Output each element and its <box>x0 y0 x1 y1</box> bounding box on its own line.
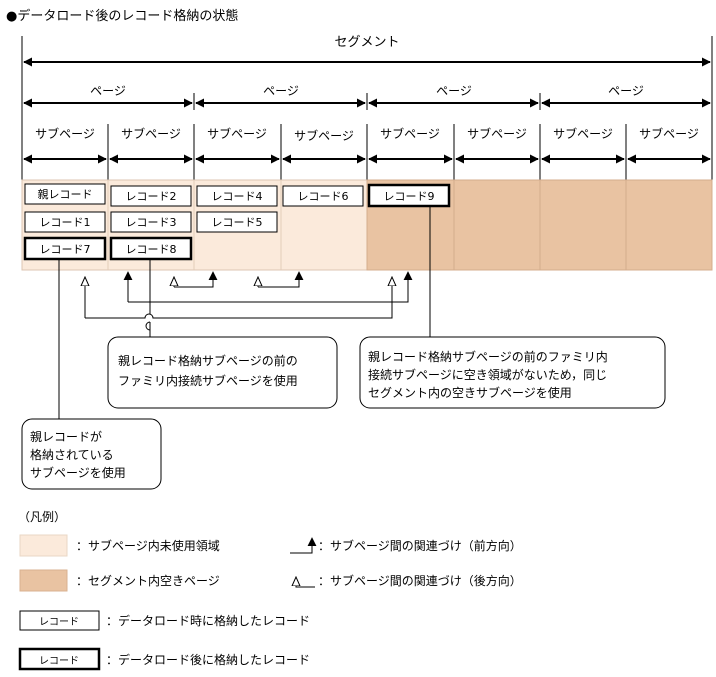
subpage-label-4: サブページ <box>294 128 354 143</box>
record-7-box <box>23 236 107 261</box>
record-6-label: レコード6 <box>298 190 349 203</box>
subpage-label-3: サブページ <box>207 126 267 141</box>
record-7-label: レコード7 <box>40 243 91 256</box>
legend-loaded-during-sample-text: レコード <box>39 617 79 628</box>
callout-1-box <box>107 336 338 409</box>
legend-unused-swatch <box>19 534 68 557</box>
record-5-label: レコード5 <box>212 216 263 229</box>
subpage-label-2: サブページ <box>121 126 181 141</box>
callout-3-line-2: 格納されている <box>30 447 114 462</box>
callout-3-box <box>21 418 162 490</box>
record-3-label: レコード3 <box>126 216 177 229</box>
subpage-label-1: サブページ <box>35 126 95 141</box>
callout-3-line-1: 親レコードが <box>30 429 102 444</box>
record-2-box <box>110 185 192 207</box>
diagram-title: ●データロード後のレコード格納の状態 <box>6 8 238 24</box>
page-label-1: ページ <box>90 84 126 98</box>
legend-backward-link-icon <box>296 577 315 588</box>
callout-1-line-2: ファミリ内接続サブページを使用 <box>118 373 298 388</box>
record-8-box <box>109 236 193 261</box>
forward-link-arrow <box>128 271 413 303</box>
callout-1-leader-hop <box>145 321 151 331</box>
page-label-3: ページ <box>436 84 472 98</box>
parent-record-box <box>24 183 106 205</box>
legend-loaded-after-sample <box>18 647 101 671</box>
legend-loaded-after-label: ：データロード後に格納したレコード <box>106 652 310 667</box>
record-1-box <box>24 211 106 233</box>
callout-2-box <box>359 336 666 409</box>
callout-2-line-1: 親レコード格納サブページの前のファミリ内 <box>368 349 608 364</box>
record-5-box <box>196 211 278 233</box>
callout-2-line-2: 接続サブページに空き領域がないため，同じ <box>368 367 607 382</box>
legend-backward-link-label: ：サブページ間の関連づけ（後方向） <box>318 573 522 588</box>
forward-link-arrow <box>174 271 218 288</box>
subpage-row: サブページ サブページ サブページ サブページ サブページ サブページ サブペー… <box>23 124 711 180</box>
legend-loaded-during-label: ：データロード時に格納したレコード <box>106 613 310 628</box>
legend-heading: （凡例） <box>18 510 66 524</box>
callout-2: 親レコード格納サブページの前のファミリ内 接続サブページに空き領域がないため，同… <box>359 336 666 409</box>
backward-link-arrow <box>85 277 392 319</box>
record-9-box <box>367 183 451 208</box>
record-2-label: レコード2 <box>126 190 177 203</box>
legend: （凡例） ：サブページ内未使用領域 ：セグメント内空きページ ：サブページ間の関… <box>18 510 522 671</box>
parent-record-label: 親レコード <box>38 188 93 201</box>
record-4-box <box>196 185 278 207</box>
subpage-label-5: サブページ <box>380 126 440 141</box>
segment-label: セグメント <box>334 35 399 50</box>
page-row: ページ ページ ページ ページ <box>23 84 711 110</box>
record-1-label: レコード1 <box>40 216 91 229</box>
forward-link-arrow <box>258 271 304 288</box>
legend-forward-link-label: ：サブページ間の関連づけ（前方向） <box>318 538 522 553</box>
callout-3: 親レコードが 格納されている サブページを使用 <box>21 418 162 490</box>
subpage-links <box>85 271 413 319</box>
subpage-label-8: サブページ <box>639 126 699 141</box>
callout-3-line-3: サブページを使用 <box>30 465 126 480</box>
subpage-label-7: サブページ <box>553 126 613 141</box>
page-label-4: ページ <box>608 84 644 98</box>
legend-unused-label: ：サブページ内未使用領域 <box>76 538 220 553</box>
legend-loaded-during-sample <box>19 610 100 631</box>
record-6-box <box>282 185 364 207</box>
record-3-box <box>110 211 192 233</box>
record-4-label: レコード4 <box>212 190 263 203</box>
records: 親レコード レコード1 レコード7 レコード2 レコード3 レコード8 レコード… <box>23 183 451 261</box>
legend-forward-link-icon <box>290 537 317 554</box>
callout-1-line-1: 親レコード格納サブページの前の <box>118 353 298 368</box>
callout-2-line-3: セグメント内の空きサブページを使用 <box>368 385 572 400</box>
legend-empty-page-swatch <box>19 569 68 592</box>
record-8-label: レコード8 <box>126 243 177 256</box>
callout-1: 親レコード格納サブページの前の ファミリ内接続サブページを使用 <box>107 336 338 409</box>
subpage-label-6: サブページ <box>467 126 527 141</box>
legend-empty-page-label: ：セグメント内空きページ <box>76 574 220 588</box>
page-label-2: ページ <box>263 84 299 98</box>
record-9-label: レコード9 <box>384 190 435 203</box>
legend-loaded-after-sample-text: レコード <box>39 656 79 667</box>
